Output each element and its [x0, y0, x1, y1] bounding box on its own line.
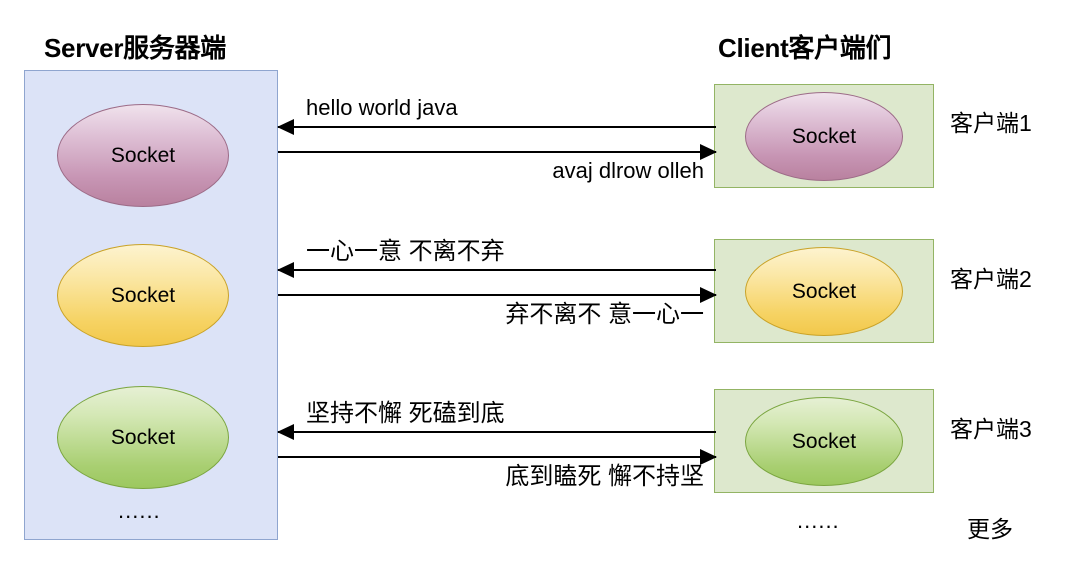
server-socket-1: Socket [57, 104, 229, 207]
exchange-3-arrow-to-client [278, 456, 716, 458]
exchange-1-arrow-to-server [278, 126, 716, 128]
exchange-1-arrow-to-client [278, 151, 716, 153]
exchange-2-arrow-to-client [278, 294, 716, 296]
client-label-1: 客户端1 [950, 110, 1032, 136]
client-label-2: 客户端2 [950, 266, 1032, 292]
server-panel-title: Server服务器端 [44, 33, 226, 63]
server-socket-3-label: Socket [110, 426, 176, 449]
client-socket-3: Socket [745, 397, 903, 486]
arrow-head-right-icon [700, 287, 717, 303]
exchange-3-to-server-text: 坚持不懈 死磕到底 [306, 400, 505, 427]
client-panel-title: Client客户端们 [718, 33, 892, 63]
arrow-head-right-icon [700, 144, 717, 160]
more-clients-label: 更多 [967, 516, 1013, 542]
client-socket-2-label: Socket [791, 280, 857, 303]
exchange-3-arrow-to-server [278, 431, 716, 433]
client-socket-2: Socket [745, 247, 903, 336]
server-socket-3: Socket [57, 386, 229, 489]
client-socket-1: Socket [745, 92, 903, 181]
client-socket-3-label: Socket [791, 430, 857, 453]
exchange-1-to-client-text: avaj dlrow olleh [552, 158, 704, 183]
arrow-head-right-icon [700, 449, 717, 465]
server-socket-1-label: Socket [110, 144, 176, 167]
exchange-2-to-client-text: 弃不离不 意一心一 [505, 301, 704, 328]
arrow-head-left-icon [277, 424, 294, 440]
client-label-3: 客户端3 [950, 416, 1032, 442]
exchange-2-arrow-to-server [278, 269, 716, 271]
arrow-head-left-icon [277, 119, 294, 135]
server-socket-2-label: Socket [110, 284, 176, 307]
arrow-head-left-icon [277, 262, 294, 278]
exchange-row-1: hello world java avaj dlrow olleh [277, 95, 717, 190]
exchange-1-to-server-text: hello world java [306, 95, 458, 120]
server-ellipsis: ...... [118, 498, 161, 523]
server-socket-2: Socket [57, 244, 229, 347]
exchange-row-2: 一心一意 不离不弃 弃不离不 意一心一 [277, 238, 717, 333]
exchange-2-to-server-text: 一心一意 不离不弃 [306, 238, 505, 265]
exchange-3-to-client-text: 底到瞌死 懈不持坚 [505, 463, 704, 490]
client-socket-1-label: Socket [791, 125, 857, 148]
client-ellipsis: ...... [797, 508, 840, 533]
exchange-row-3: 坚持不懈 死磕到底 底到瞌死 懈不持坚 [277, 400, 717, 495]
